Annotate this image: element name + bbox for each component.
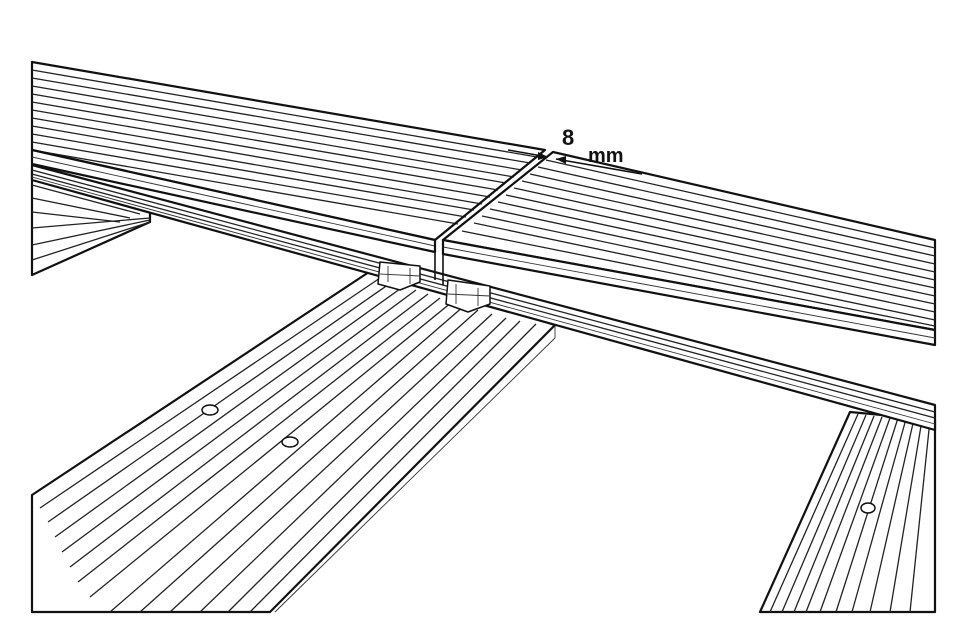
clip-right	[445, 279, 491, 313]
gap-value: 8	[562, 125, 574, 150]
screw-hole-icon	[860, 502, 876, 514]
screw-hole-icon	[201, 404, 219, 416]
gap-unit: mm	[588, 145, 624, 167]
clip-left	[377, 261, 421, 291]
top-board-left	[30, 60, 547, 254]
screw-hole-icon	[281, 436, 299, 448]
arrow-left-icon	[556, 156, 566, 164]
arrow-right-icon	[538, 152, 548, 160]
lower-right-board	[758, 410, 937, 614]
lower-left-board	[30, 268, 557, 614]
gap-dimension: 8 mm	[507, 125, 643, 175]
board-gap	[434, 149, 554, 285]
